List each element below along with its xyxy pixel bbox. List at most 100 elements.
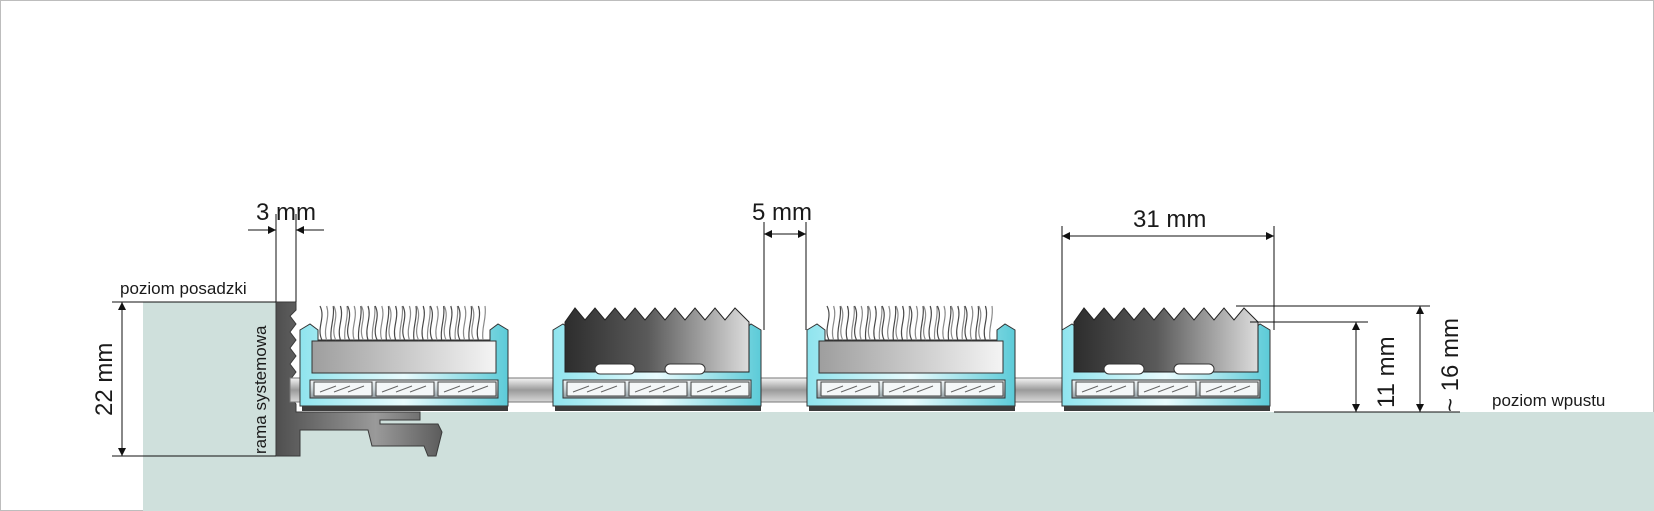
rib-hatch [916,385,934,393]
rib-hatch [409,385,427,393]
rib-hatch [696,385,714,393]
brush-bristle [374,305,378,341]
rib-hatch [902,385,920,393]
brush-bristle [324,305,329,341]
rubber-slots [594,363,1215,375]
brush-bristle [887,305,891,341]
rib-hatch [586,385,604,393]
rib-hatch [457,385,475,393]
rib-hatch [634,385,652,393]
brush-bristle [421,305,425,341]
brush-bristle [440,305,445,341]
label-recess-level: poziom wpustu [1492,391,1605,410]
brush-bristle [933,305,938,341]
brush-bristle [380,305,384,341]
brush-bristle [850,305,856,341]
rib-hatch [1109,385,1127,393]
label-total-height: 22 mm [91,343,118,416]
brush-bristle [845,305,850,341]
brush-bristle [399,305,404,341]
brush-bristle [909,305,913,341]
rib-hatch [662,385,680,393]
brush-bristles [319,305,994,341]
brush-bristle [449,305,453,341]
rib-hatch [471,385,489,393]
system-frame [275,301,443,457]
rib-hatch [333,385,351,393]
brush-bristle [936,305,940,341]
rib-hatch [1157,385,1175,393]
brush-bristle [330,305,335,341]
brush-bristle [840,305,844,341]
brush-bristle [873,305,877,341]
brush-bristle [928,305,932,341]
label-max-height: ~ 16 mm [1437,318,1464,412]
brush-bristle [950,305,954,341]
brush-bristle [338,305,343,341]
brush-bristle [416,305,420,341]
brush-bristle [956,305,960,341]
brush-bristle [443,305,447,341]
rib-hatch [840,385,858,393]
dimension-16mm [1236,305,1460,413]
rib-hatch [1233,385,1251,393]
brush-bristle [393,305,398,341]
brush-bristle [435,305,439,341]
brush-bristle [412,305,418,341]
brush-bristle [402,305,406,341]
brush-bristle [352,305,356,341]
brush-bristle [462,305,467,341]
rib-hatch [950,385,968,393]
rubber-slot [1103,363,1145,375]
rib-hatch [600,385,618,393]
brush-bristle [319,305,323,341]
brush-bristle [357,305,362,341]
brush-bristle [900,305,905,341]
rib-hatch [710,385,728,393]
brush-bristle [388,305,392,341]
brush-bristle [906,305,911,341]
rib-hatch [395,385,413,393]
rib-hatch [888,385,906,393]
brush-bristle [457,305,461,341]
rib-hatch [826,385,844,393]
brush-bristle [471,305,475,341]
brush-bristle [961,305,966,341]
rib-hatch [1219,385,1237,393]
dimension-5mm [763,222,807,330]
brush-bristle [385,305,390,341]
brush-bristle [878,305,883,341]
brush-bristle [826,305,830,341]
recess-floor [143,412,1654,511]
brush-bristle [476,305,481,341]
brush-bristle [947,305,952,341]
brush-bristle [360,305,364,341]
label-gap-left: 3 mm [256,199,316,226]
brush-bristle [895,305,899,341]
rib-hatch [1081,385,1099,393]
brush-bristle [942,305,946,341]
brush-bristle [914,305,919,341]
rib-hatch [978,385,996,393]
profile-2-rubber [552,307,762,411]
brush-bristle [429,305,433,341]
brush-bristle [371,305,376,341]
rib-hatch [854,385,872,393]
profile-ribs [313,381,1259,397]
brush-bristle [969,305,974,341]
label-gap-mid: 5 mm [752,199,812,226]
rib-hatch [443,385,461,393]
brush-bristle [343,305,349,341]
rib-hatch [648,385,666,393]
label-profile-width: 31 mm [1133,206,1206,233]
brush-bristle [481,305,487,341]
brush-bristle [983,305,988,341]
brush-bristle [864,305,869,341]
brush-bristle [426,305,431,341]
rib-hatch [381,385,399,393]
brush-bristle [978,305,982,341]
rubber-slot [594,363,636,375]
dimension-3mm [248,214,324,302]
floor-lower [143,456,293,511]
